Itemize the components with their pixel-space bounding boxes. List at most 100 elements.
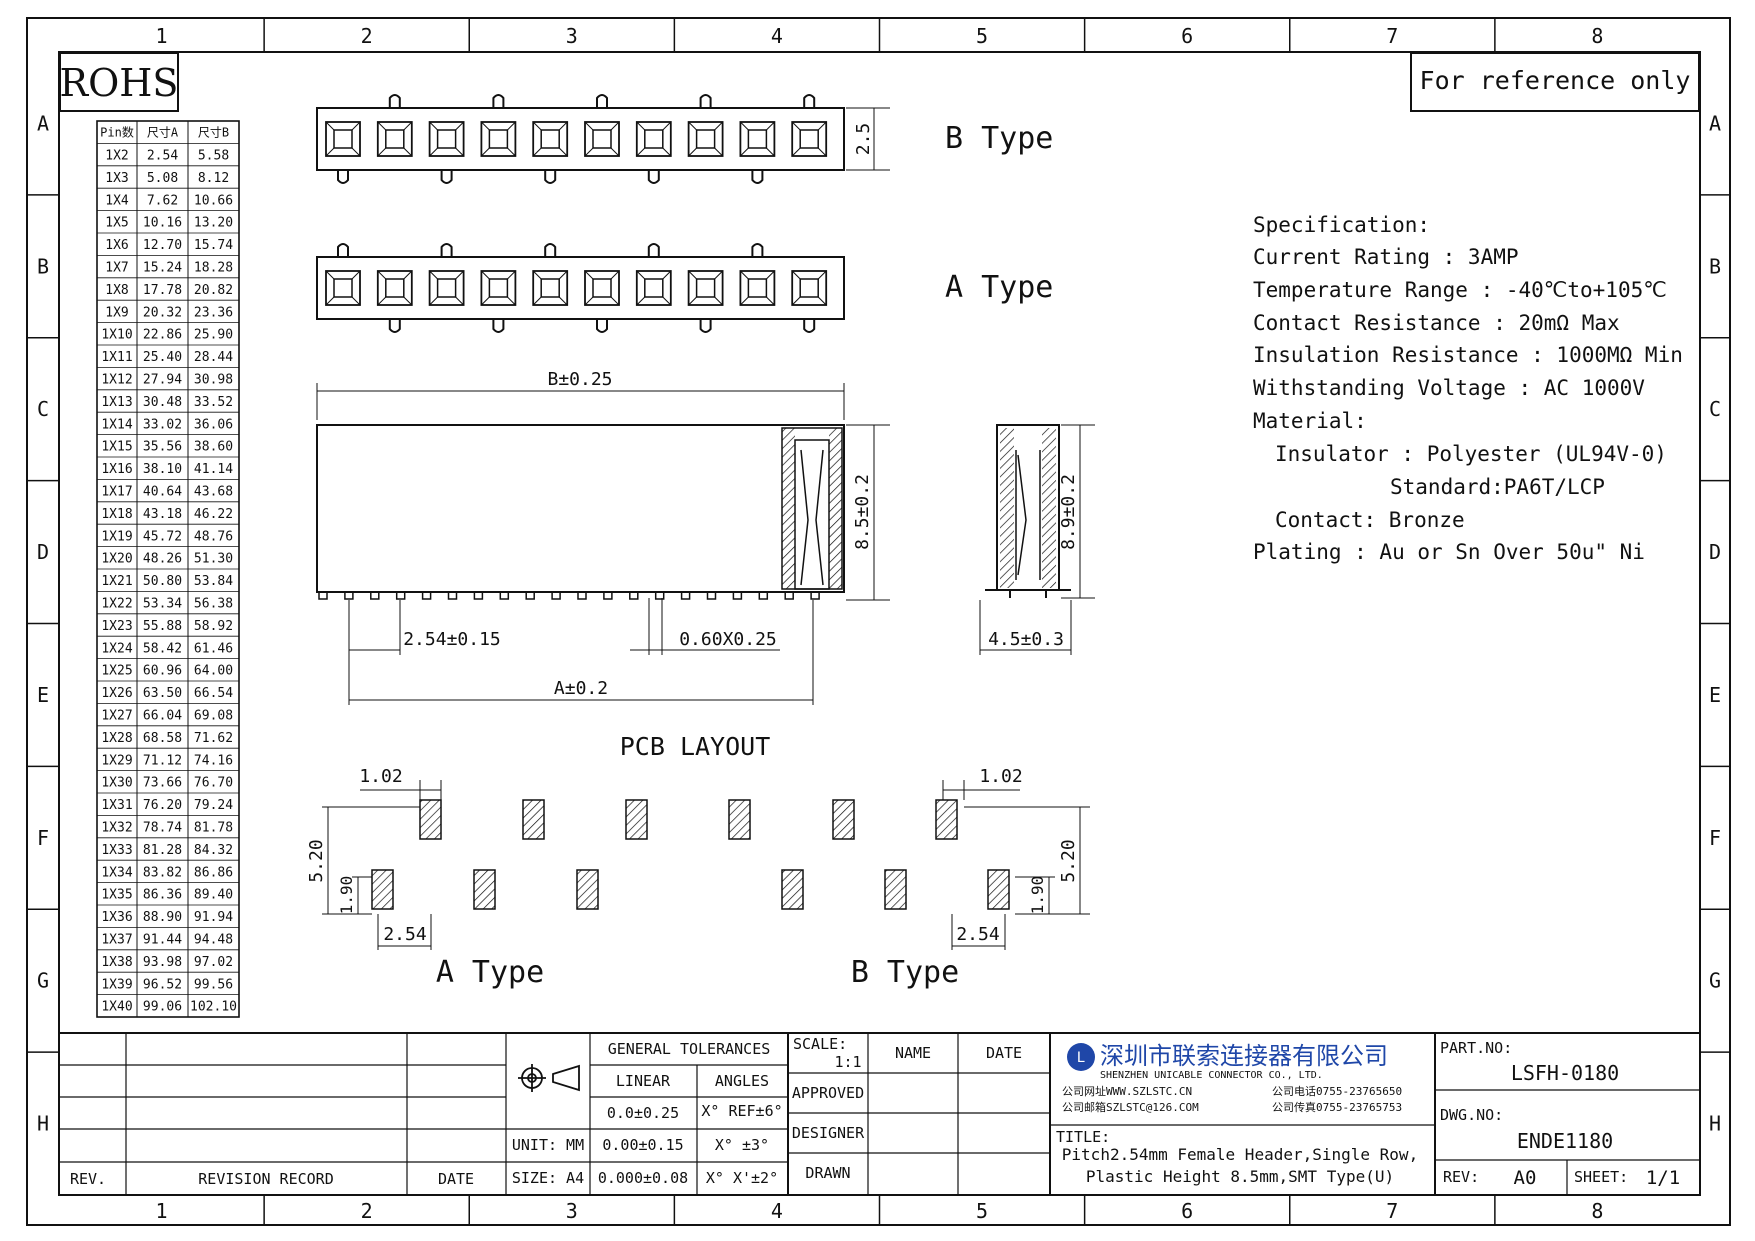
contact-cavity: [532, 270, 569, 306]
table-cell-dim-b: 58.92: [194, 619, 233, 634]
table-cell-pin-count: 1X11: [101, 350, 132, 365]
sheet-label: SHEET:: [1574, 1168, 1628, 1186]
company-name-cn: 深圳市联索连接器有限公司: [1100, 1042, 1388, 1070]
table-cell-pin-count: 1X3: [105, 171, 128, 186]
part-no-label: PART.NO:: [1440, 1039, 1512, 1057]
table-cell-dim-b: 79.24: [194, 798, 233, 813]
approved-label: APPROVED: [792, 1084, 864, 1102]
contact-cavity: [635, 270, 672, 306]
zone-col-label-top: 6: [1181, 24, 1193, 48]
table-cell-dim-b: 51.30: [194, 552, 233, 567]
table-cell-pin-count: 1X2: [105, 149, 128, 164]
company-name-en: SHENZHEN UNICABLE CONNECTOR CO., LTD.: [1100, 1070, 1323, 1081]
table-cell-pin-count: 1X14: [101, 417, 132, 432]
zone-col-label-bottom: 4: [771, 1199, 783, 1223]
tol-linear-1: 0.0±0.25: [607, 1104, 679, 1122]
table-cell-dim-b: 89.40: [194, 888, 233, 903]
zone-row-label-left: E: [37, 683, 49, 707]
contact-cavity: [635, 121, 672, 157]
table-cell-dim-b: 10.66: [194, 193, 233, 208]
table-cell-dim-a: 38.10: [143, 462, 182, 477]
company-website: 公司网址WWW.SZLSTC.CN: [1062, 1084, 1192, 1098]
table-cell-pin-count: 1X38: [101, 955, 132, 970]
contact-cavity: [687, 270, 724, 306]
revision-date-header: DATE: [438, 1170, 474, 1188]
contact-cavity: [325, 270, 361, 306]
table-cell-dim-a: 2.54: [147, 149, 178, 164]
table-cell-dim-a: 35.56: [143, 440, 182, 455]
pcb-pad: [522, 799, 545, 840]
table-cell-pin-count: 1X31: [101, 798, 132, 813]
table-cell-dim-a: 83.82: [143, 865, 182, 880]
table-cell-pin-count: 1X16: [101, 462, 132, 477]
rev-header: REV.: [70, 1170, 106, 1188]
zone-col-label-bottom: 5: [976, 1199, 988, 1223]
drawing-title-line-2: Plastic Height 8.5mm,SMT Type(U): [1086, 1167, 1394, 1186]
dim-pitch: 2.54±0.15: [403, 629, 501, 650]
table-cell-dim-a: 45.72: [143, 529, 182, 544]
table-cell-dim-b: 48.76: [194, 529, 233, 544]
table-cell-pin-count: 1X27: [101, 709, 132, 724]
projection-symbol-icon: [518, 1064, 580, 1092]
table-cell-dim-a: 48.26: [143, 552, 182, 567]
table-cell-dim-a: 91.44: [143, 933, 182, 948]
table-cell-dim-b: 94.48: [194, 933, 233, 948]
pcb-layout: PCB LAYOUT 1.02 5.20 1.90 2.54 A Type 1.…: [306, 732, 1090, 990]
pcb-pad: [987, 869, 1010, 910]
table-cell-dim-a: 17.78: [143, 283, 182, 298]
table-cell-pin-count: 1X29: [101, 753, 132, 768]
table-cell-dim-b: 76.70: [194, 776, 233, 791]
general-tolerances-header: GENERAL TOLERANCES: [608, 1040, 771, 1058]
table-cell-dim-a: 27.94: [143, 373, 182, 388]
dim-pad-height-a: 1.90: [337, 876, 356, 915]
table-cell-dim-a: 66.04: [143, 709, 182, 724]
table-cell-dim-b: 81.78: [194, 821, 233, 836]
contact-cavity: [428, 270, 465, 306]
dim-side-width: 4.5±0.3: [988, 629, 1064, 650]
size-label: SIZE: A4: [512, 1169, 584, 1187]
spec-standard: Standard:PA6T/LCP: [1390, 475, 1605, 499]
table-header-pin-count: Pin数: [100, 125, 134, 140]
table-cell-dim-a: 7.62: [147, 193, 178, 208]
table-cell-dim-a: 71.12: [143, 753, 182, 768]
table-cell-dim-a: 15.24: [143, 261, 182, 276]
table-cell-pin-count: 1X8: [105, 283, 128, 298]
table-cell-pin-count: 1X37: [101, 933, 132, 948]
table-cell-dim-a: 73.66: [143, 776, 182, 791]
table-cell-pin-count: 1X26: [101, 686, 132, 701]
unit-label: UNIT: MM: [512, 1136, 584, 1154]
table-cell-dim-b: 30.98: [194, 373, 233, 388]
table-cell-dim-b: 33.52: [194, 395, 233, 410]
name-header: NAME: [895, 1044, 931, 1062]
dim-pitch-a: 2.54: [383, 924, 426, 945]
table-cell-pin-count: 1X28: [101, 731, 132, 746]
contact-cavity: [584, 270, 620, 306]
table-cell-dim-b: 97.02: [194, 955, 233, 970]
table-header-dim-a: 尺寸A: [147, 126, 179, 140]
table-cell-pin-count: 1X6: [105, 238, 128, 253]
table-cell-dim-a: 60.96: [143, 664, 182, 679]
zone-row-label-left: A: [37, 111, 49, 135]
table-cell-pin-count: 1X4: [105, 193, 129, 208]
a-type-label: A Type: [945, 270, 1053, 305]
b-type-label: B Type: [945, 121, 1053, 156]
contact-cavity: [532, 121, 569, 157]
zone-col-label-top: 1: [156, 24, 168, 48]
table-cell-dim-b: 74.16: [194, 753, 233, 768]
title-block: REV. REVISION RECORD DATE UNIT: MM SIZE:…: [59, 1032, 1700, 1195]
table-cell-pin-count: 1X13: [101, 395, 132, 410]
table-cell-dim-b: 23.36: [194, 305, 233, 320]
dim-span-b: 5.20: [1058, 839, 1079, 882]
table-cell-dim-b: 61.46: [194, 641, 233, 656]
table-cell-dim-a: 20.32: [143, 305, 182, 320]
reference-note: For reference only: [1420, 66, 1691, 95]
pcb-pad: [728, 799, 751, 840]
table-cell-pin-count: 1X23: [101, 619, 132, 634]
spec-insulator: Insulator : Polyester (UL94V-0): [1275, 442, 1667, 466]
dim-pitch-b: 2.54: [956, 924, 999, 945]
drawn-label: DRAWN: [805, 1164, 850, 1182]
svg-text:L: L: [1077, 1050, 1085, 1066]
dim-pad-width-b: 1.02: [979, 766, 1022, 787]
